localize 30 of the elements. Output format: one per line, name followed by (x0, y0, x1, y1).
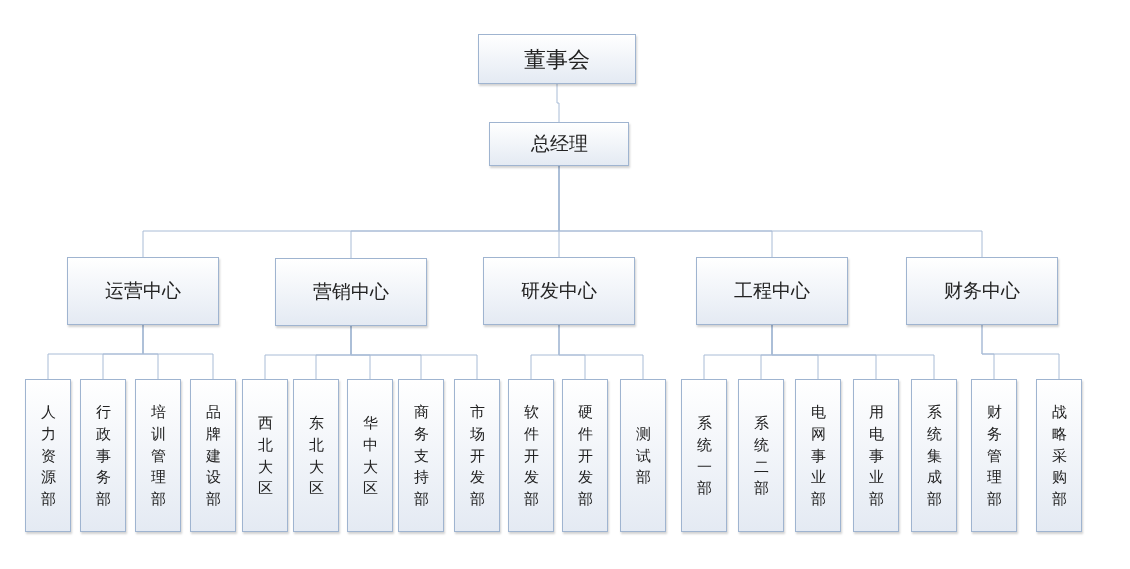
department-box: 人力资源部 (25, 379, 71, 532)
department-box: 电网事业部 (795, 379, 841, 532)
department-box: 商务支持部 (398, 379, 444, 532)
department-box: 行政事务部 (80, 379, 126, 532)
department-box: 财务管理部 (971, 379, 1017, 532)
department-box: 系统集成部 (911, 379, 957, 532)
org-box: 董事会 (478, 34, 636, 84)
department-box: 系统一部 (681, 379, 727, 532)
department-box: 用电事业部 (853, 379, 899, 532)
department-box: 西北大区 (242, 379, 288, 532)
org-box: 运营中心 (67, 257, 219, 325)
org-box: 财务中心 (906, 257, 1058, 325)
connector-line (981, 324, 1060, 380)
department-box: 市场开发部 (454, 379, 500, 532)
connector-line (558, 324, 644, 380)
department-box: 战略采购部 (1036, 379, 1082, 532)
department-box: 软件开发部 (508, 379, 554, 532)
department-box: 测试部 (620, 379, 666, 532)
department-box: 硬件开发部 (562, 379, 608, 532)
org-box: 研发中心 (483, 257, 635, 325)
department-box: 系统二部 (738, 379, 784, 532)
connector-line (556, 83, 560, 123)
org-box: 营销中心 (275, 258, 427, 326)
department-box: 东北大区 (293, 379, 339, 532)
org-box: 总经理 (489, 122, 629, 166)
department-box: 培训管理部 (135, 379, 181, 532)
department-box: 华中大区 (347, 379, 393, 532)
connector-line (771, 324, 935, 380)
org-box: 工程中心 (696, 257, 848, 325)
department-box: 品牌建设部 (190, 379, 236, 532)
